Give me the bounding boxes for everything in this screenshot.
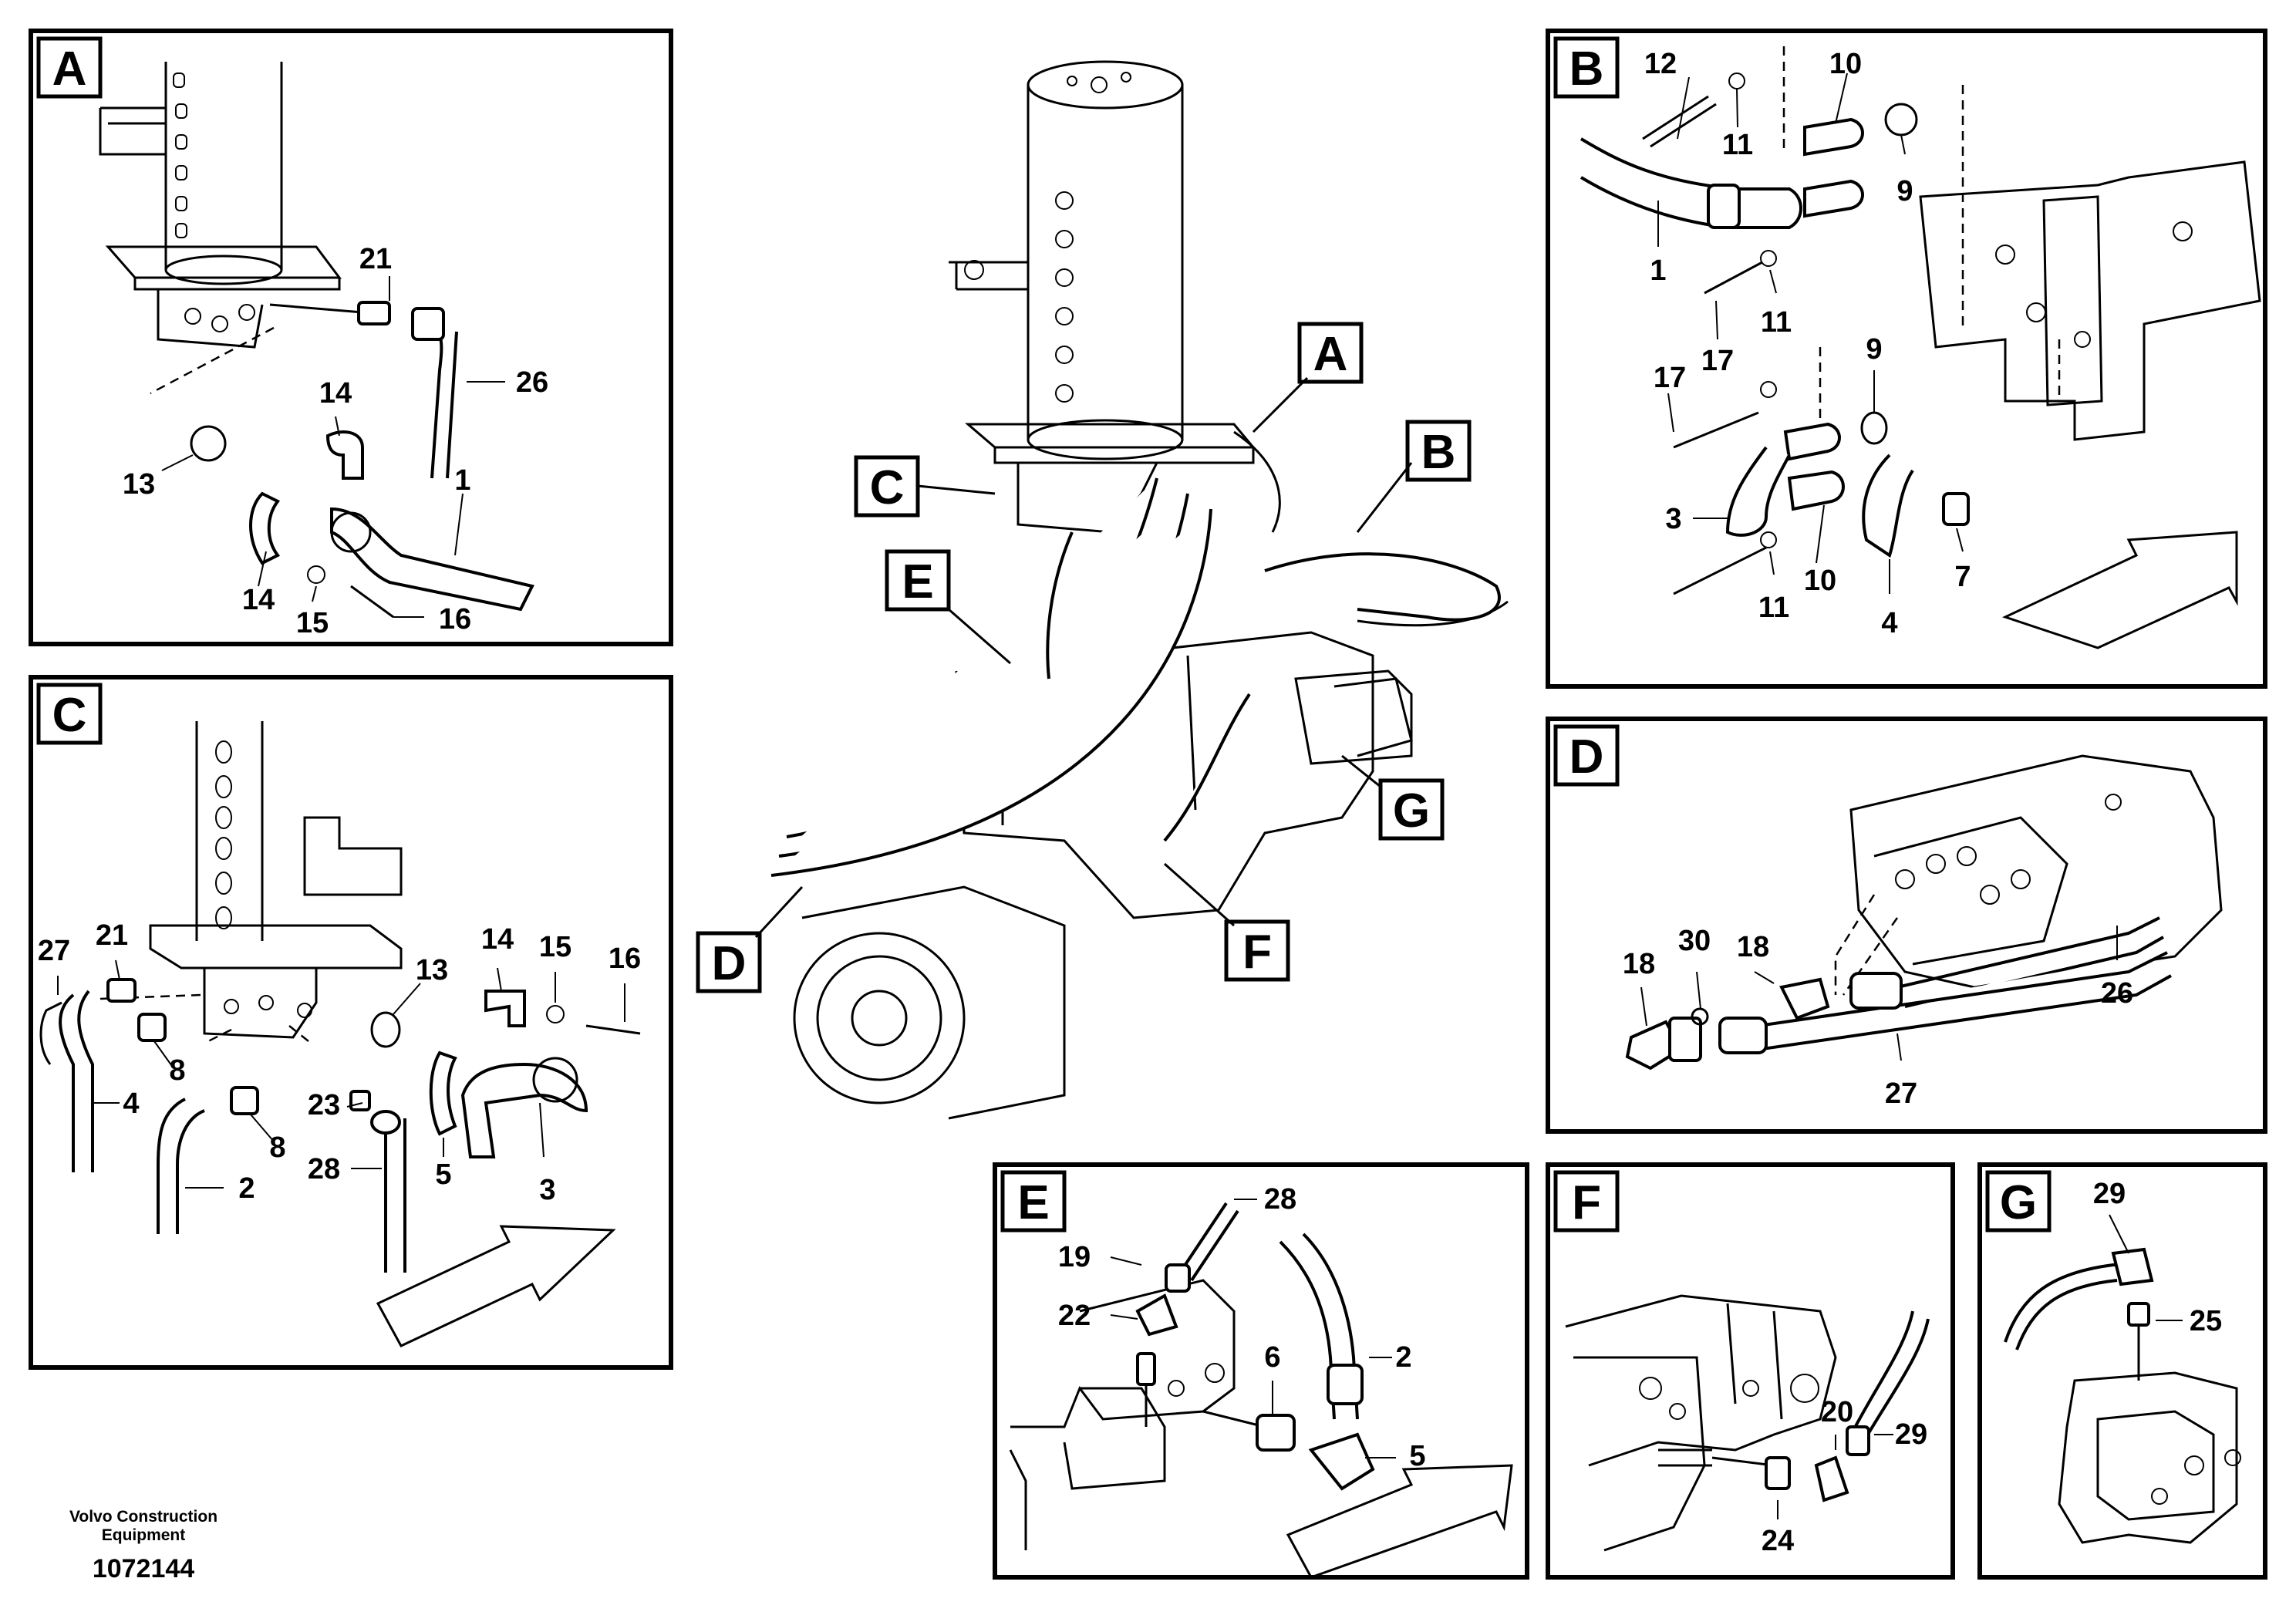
part-5-label-e: 5 <box>1409 1440 1425 1472</box>
detail-panel-f: F 20 29 24 <box>1546 1162 1955 1580</box>
part-8-label-c1: 8 <box>169 1054 185 1087</box>
overview-callout-a: A <box>1313 328 1348 381</box>
part-3-label-c: 3 <box>539 1174 555 1206</box>
overview-callout-b: B <box>1421 426 1456 479</box>
overview-assembly: A B C E G F D <box>696 60 1509 1120</box>
part-1-label-a: 1 <box>454 464 470 497</box>
part-25-label-g: 25 <box>2190 1305 2222 1337</box>
part-16-label-a: 16 <box>439 603 471 636</box>
part-22-label-e: 22 <box>1058 1300 1091 1332</box>
panel-a-tag: A <box>52 42 87 96</box>
part-9-label-b2: 9 <box>1866 333 1882 366</box>
part-27-label-c: 27 <box>38 935 70 967</box>
part-5-label-c: 5 <box>435 1158 451 1191</box>
detail-panel-e: E 28 19 22 6 2 5 <box>993 1162 1529 1580</box>
part-10-label-b2: 10 <box>1804 565 1836 597</box>
part-20-label-f: 20 <box>1821 1396 1853 1428</box>
panel-f-tag: F <box>1572 1176 1601 1229</box>
part-2-label-e: 2 <box>1395 1341 1411 1374</box>
part-29-label-f: 29 <box>1895 1418 1927 1451</box>
part-21-label-a: 21 <box>359 243 392 275</box>
part-number: 1072144 <box>92 1554 195 1583</box>
overview-callout-e: E <box>902 555 933 609</box>
part-21-label-c: 21 <box>96 919 128 952</box>
part-24-label-f: 24 <box>1762 1525 1794 1557</box>
part-17-label-b1: 17 <box>1701 345 1734 377</box>
part-18-label-d1: 18 <box>1737 931 1769 963</box>
part-19-label-e: 19 <box>1058 1241 1091 1273</box>
part-13-label-a: 13 <box>123 468 155 501</box>
part-11-label-b2: 11 <box>1761 306 1792 339</box>
panel-g-tag: G <box>2000 1176 2037 1229</box>
detail-panel-a: A 21 26 14 13 1 14 <box>29 29 673 646</box>
part-1-label-b: 1 <box>1650 255 1666 287</box>
part-4-label-c: 4 <box>123 1088 139 1120</box>
part-10-label-b1: 10 <box>1829 48 1862 80</box>
detail-panel-b: B 12 <box>1546 29 2267 689</box>
part-23-label-c: 23 <box>308 1089 340 1121</box>
part-28-label-c: 28 <box>308 1153 340 1185</box>
part-9-label-b1: 9 <box>1896 175 1913 207</box>
detail-panel-g: G 29 25 <box>1977 1162 2267 1580</box>
brand-name: Volvo Construction Equipment <box>69 1508 218 1544</box>
part-11-label-b3: 11 <box>1758 592 1789 624</box>
panel-d-tag: D <box>1569 730 1604 784</box>
part-29-label-g: 29 <box>2093 1178 2126 1210</box>
part-14-label-a2: 14 <box>242 584 275 616</box>
document-footer: Volvo Construction Equipment 1072144 <box>59 1508 228 1584</box>
part-8-label-c2: 8 <box>269 1131 285 1164</box>
overview-callout-g: G <box>1393 784 1430 838</box>
part-15-label-c: 15 <box>539 931 571 963</box>
part-3-label-b: 3 <box>1665 503 1681 535</box>
part-16-label-c: 16 <box>609 943 641 975</box>
part-4-label-b: 4 <box>1881 607 1897 639</box>
panel-c-tag: C <box>52 689 87 742</box>
part-26-label-a: 26 <box>516 366 548 399</box>
overview-callout-f: F <box>1242 926 1272 979</box>
part-11-label-b1: 11 <box>1722 129 1753 161</box>
detail-panel-d: D 30 18 18 26 27 <box>1546 717 2267 1134</box>
part-15-label-a: 15 <box>296 607 329 639</box>
part-18-label-d2: 18 <box>1623 948 1655 980</box>
overview-callout-c: C <box>870 461 905 514</box>
detail-panel-c: C 27 21 <box>29 675 673 1370</box>
part-6-label-e: 6 <box>1264 1341 1280 1374</box>
overview-callout-d: D <box>712 937 747 990</box>
part-7-label-b: 7 <box>1954 561 1971 593</box>
part-2-label-c: 2 <box>238 1172 255 1205</box>
part-14-label-a1: 14 <box>319 377 352 410</box>
part-17-label-b2: 17 <box>1654 362 1686 394</box>
part-13-label-c: 13 <box>416 954 448 986</box>
panel-b-tag: B <box>1569 42 1604 96</box>
part-30-label-d: 30 <box>1678 925 1711 957</box>
part-26-label-d: 26 <box>2101 977 2133 1010</box>
part-28-label-e: 28 <box>1264 1183 1296 1216</box>
part-27-label-d: 27 <box>1885 1077 1917 1110</box>
part-14-label-c: 14 <box>481 923 514 956</box>
panel-e-tag: E <box>1017 1176 1049 1229</box>
part-12-label-b: 12 <box>1644 48 1677 80</box>
